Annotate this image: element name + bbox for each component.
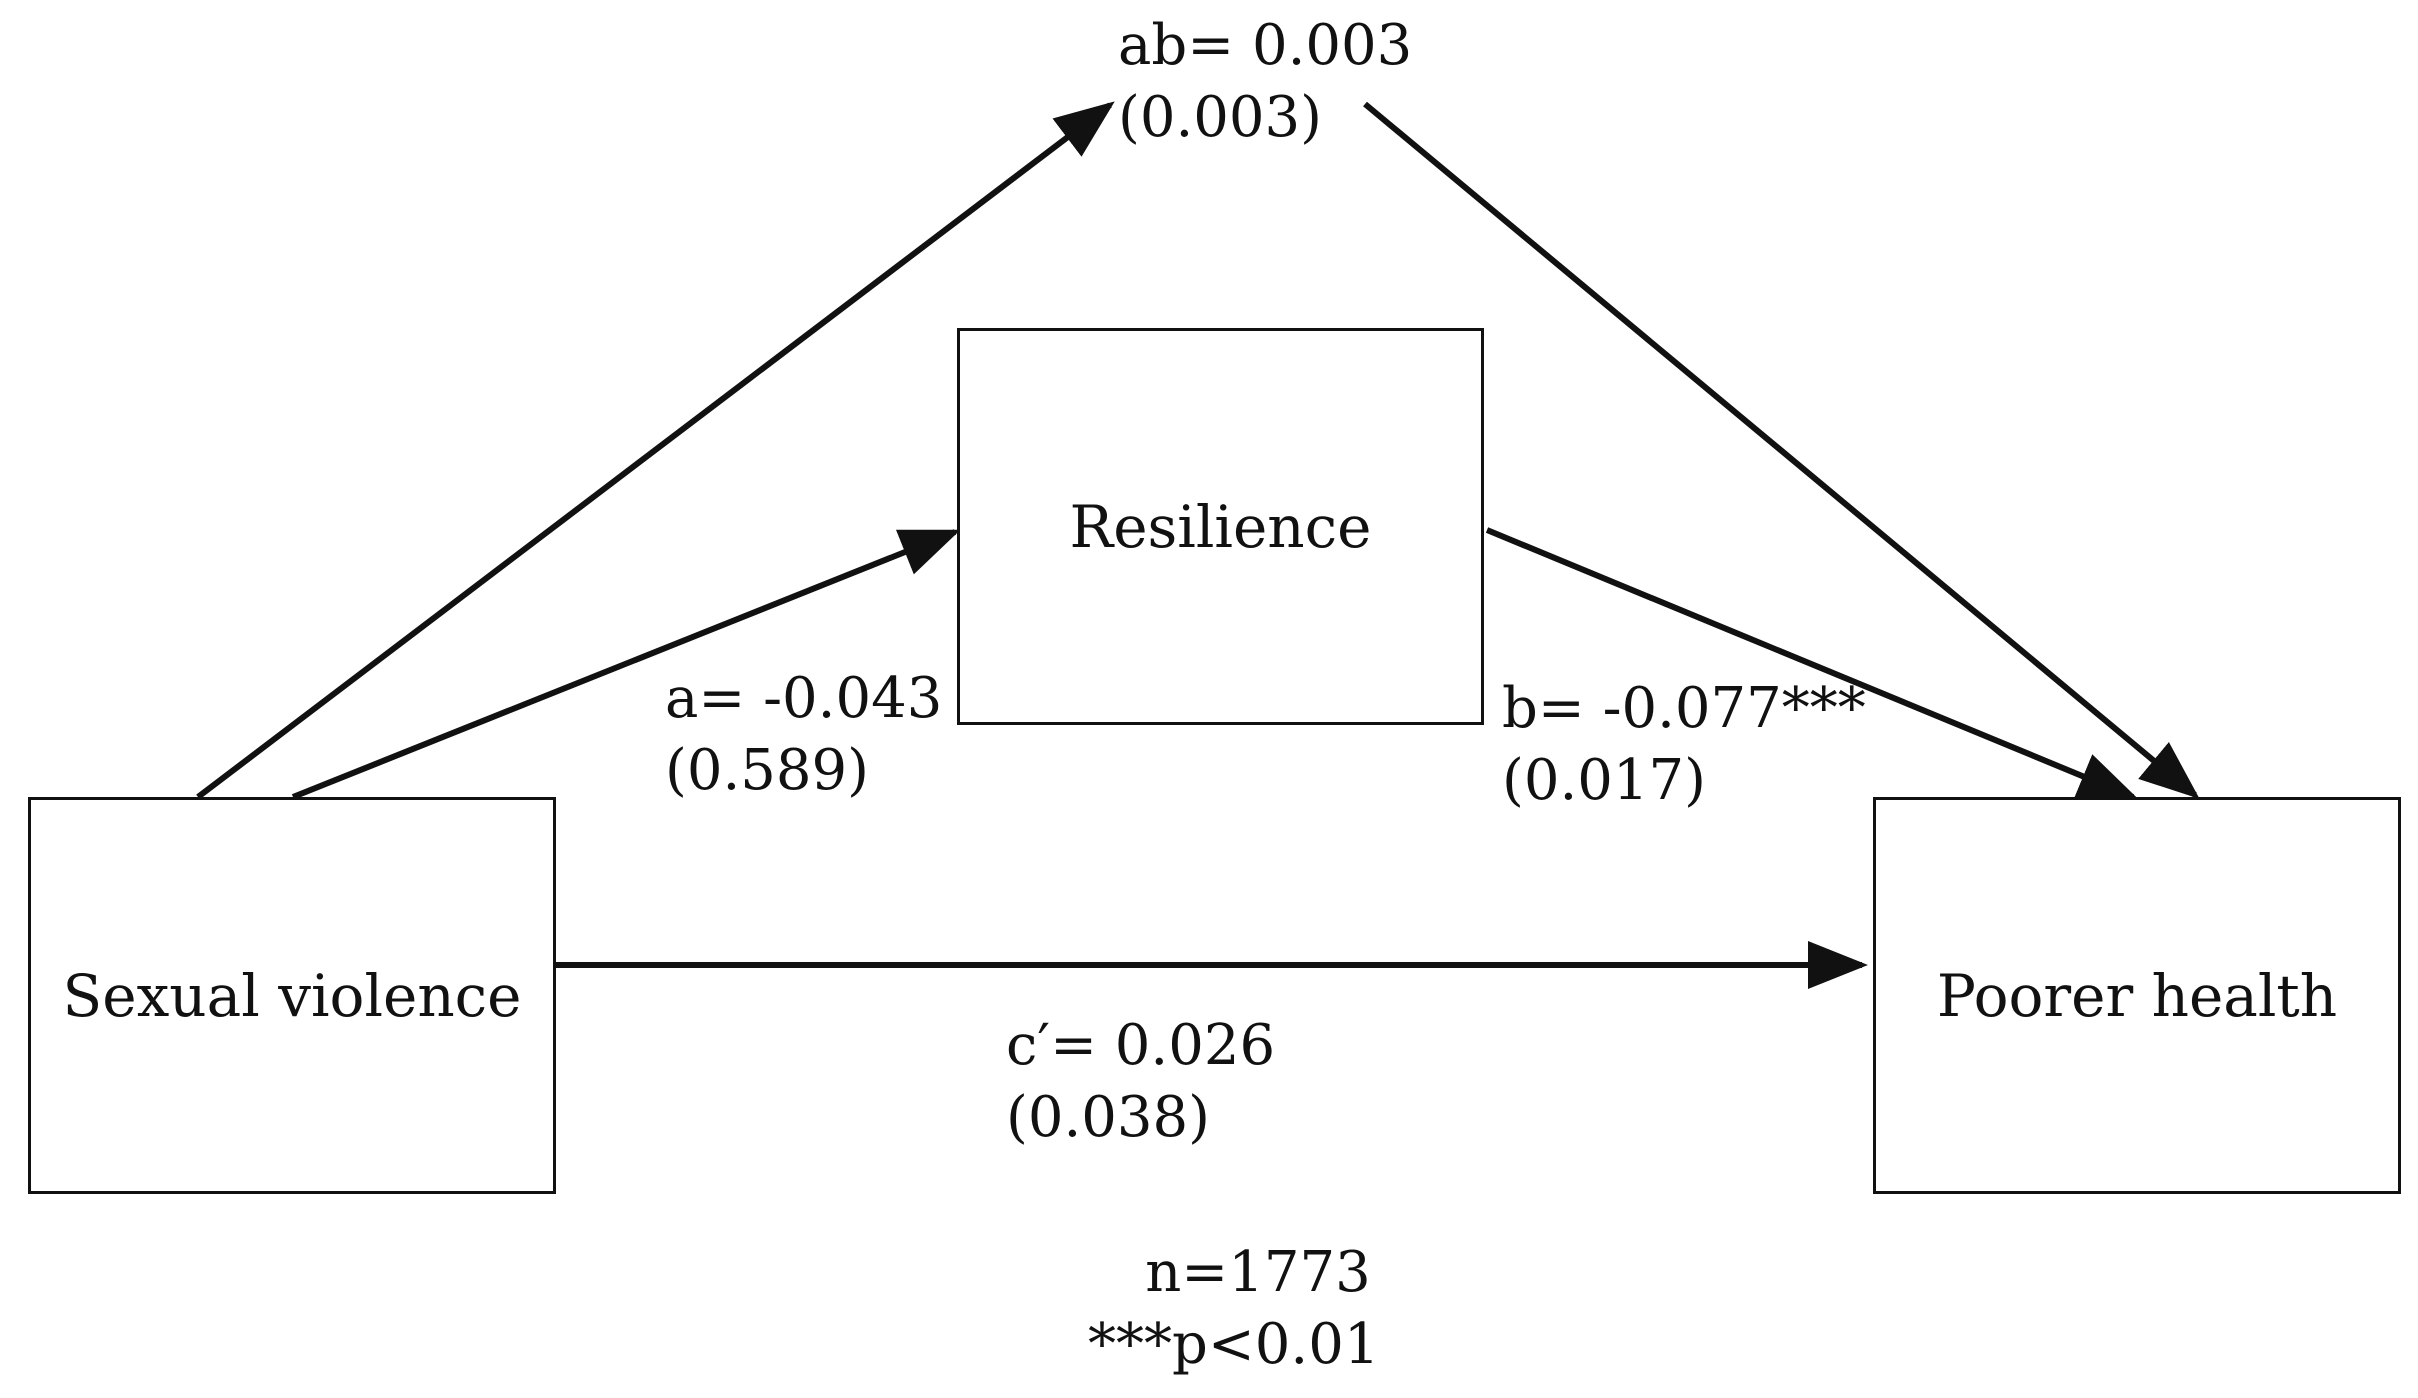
node-resilience: Resilience	[957, 328, 1484, 725]
path-ab-coefficient: ab= 0.003	[1118, 13, 1413, 78]
path-b-standard-error: (0.017)	[1502, 748, 1707, 813]
path-c-prime-annotation: c′= 0.026 (0.038)	[1006, 1010, 1275, 1154]
path-b-arrow	[1485, 527, 2139, 800]
path-a-coefficient: a= -0.043	[665, 666, 943, 731]
path-a-annotation: a= -0.043 (0.589)	[665, 663, 942, 807]
significance-note: ***p<0.01	[1088, 1312, 1380, 1377]
path-b-coefficient: b= -0.077***	[1502, 676, 1866, 741]
path-c-prime-coefficient: c′= 0.026	[1006, 1013, 1276, 1078]
path-a-standard-error: (0.589)	[665, 738, 870, 803]
path-ab-standard-error: (0.003)	[1118, 85, 1323, 150]
node-resilience-label: Resilience	[1069, 492, 1372, 561]
path-a-arrow	[291, 529, 961, 800]
footnote: n=1773 ***p<0.01	[1068, 1237, 1448, 1381]
node-sexual-violence: Sexual violence	[28, 797, 556, 1194]
sample-size: n=1773	[1145, 1240, 1371, 1305]
path-c-prime-standard-error: (0.038)	[1006, 1085, 1211, 1150]
path-b-annotation: b= -0.077*** (0.017)	[1502, 673, 1866, 817]
indirect-arrow-up	[196, 101, 1115, 800]
node-poorer-health: Poorer health	[1873, 797, 2401, 1194]
node-poorer-health-label: Poorer health	[1936, 961, 2338, 1030]
path-ab-annotation: ab= 0.003 (0.003)	[1118, 10, 1412, 154]
indirect-arrow-down	[1363, 101, 2200, 799]
node-sexual-violence-label: Sexual violence	[62, 961, 522, 1030]
